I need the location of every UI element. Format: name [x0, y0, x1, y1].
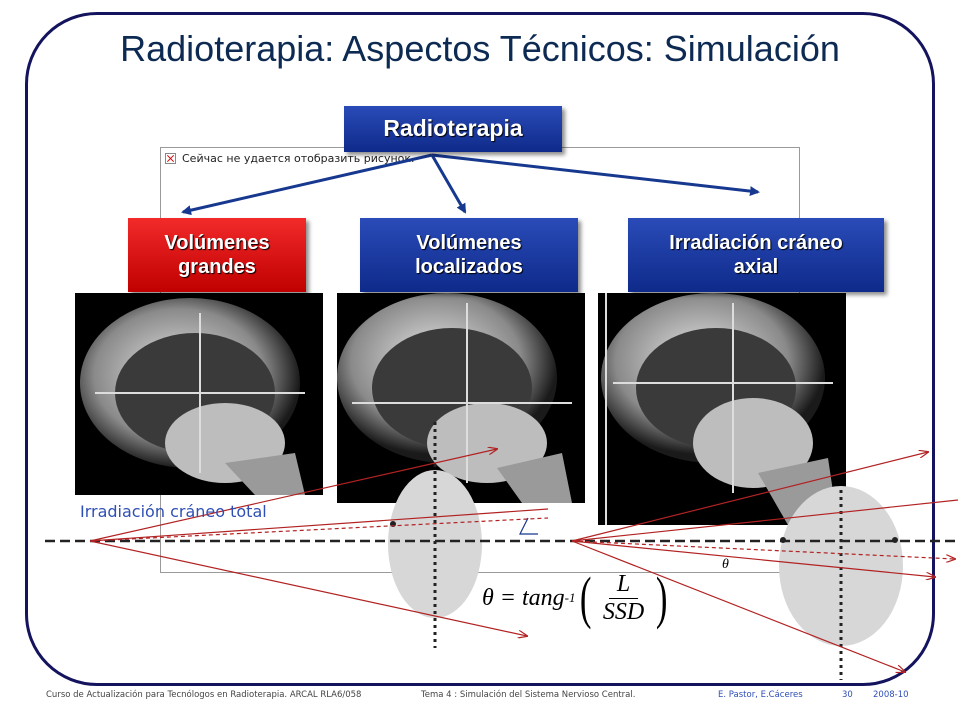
formula-exponent: -1 [564, 590, 576, 605]
axis-dot-3 [892, 537, 898, 543]
axis-dot-2 [780, 537, 786, 543]
slide-frame [25, 12, 935, 686]
footer-authors: E. Pastor, E.Cáceres [718, 690, 803, 700]
formula-equals: = tang [493, 584, 565, 611]
formula-numerator: L [608, 571, 639, 599]
beam-left-mid [89, 508, 549, 542]
skull-xray-left [80, 298, 305, 495]
footer-course: Curso de Actualización para Tecnólogos e… [46, 690, 362, 700]
beam-right-up [571, 452, 928, 542]
theta-label: θ [722, 557, 729, 572]
placeholder-message: Сейчас не удается отобразить рисунок. [165, 152, 415, 165]
beam-right-lower [571, 540, 935, 577]
skull-xray-middle [337, 293, 572, 503]
formula-denominator: SSD [602, 598, 645, 625]
formula-theta: θ [482, 584, 494, 611]
broken-image-icon [165, 153, 176, 164]
xray-image-middle [337, 293, 585, 503]
beam-right-down [571, 540, 905, 672]
divergence-angle-mark-left [519, 517, 538, 535]
divergence-formula: θ = tang -1 ( L SSD ) [482, 566, 672, 630]
xray-image-right [598, 293, 846, 525]
beam-right-dashed [571, 540, 955, 559]
beam-left-down [89, 540, 527, 636]
xray-image-left [75, 293, 323, 495]
formula-paren-open: ( [579, 565, 591, 630]
irradiacion-craneo-total-caption: Irradiación cráneo total [80, 502, 267, 521]
beam-right-upper-extra [571, 499, 959, 542]
irradiacion-craneo-axial-box: Irradiación cráneo axial [628, 218, 884, 292]
arrow-to-left-box [181, 153, 433, 216]
beam-left-up [89, 449, 497, 542]
footer-year: 2008-10 [873, 690, 909, 700]
radioterapia-box: Radioterapia [344, 106, 562, 152]
volumenes-grandes-label: Volúmenes grandes [164, 232, 270, 278]
formula-paren-close: ) [656, 565, 668, 630]
volumenes-localizados-box: Volúmenes localizados [360, 218, 578, 292]
ellipse-right [779, 486, 903, 646]
slide-title: Radioterapia: Aspectos Técnicos: Simulac… [120, 28, 840, 69]
irradiacion-craneo-axial-label: Irradiación cráneo axial [669, 232, 843, 278]
radioterapia-box-label: Radioterapia [383, 115, 523, 142]
formula-fraction: L SSD [597, 571, 650, 626]
placeholder-text: Сейчас не удается отобразить рисунок. [182, 152, 415, 165]
footer-topic: Tema 4 : Simulación del Sistema Nervioso… [421, 690, 636, 700]
volumenes-localizados-label: Volúmenes localizados [415, 232, 523, 278]
arrow-to-middle-box [430, 154, 467, 214]
arrow-to-right-box [431, 153, 760, 197]
footer-page-number: 30 [842, 690, 853, 700]
skull-xray-right [601, 293, 838, 525]
volumenes-grandes-box: Volúmenes grandes [128, 218, 306, 292]
